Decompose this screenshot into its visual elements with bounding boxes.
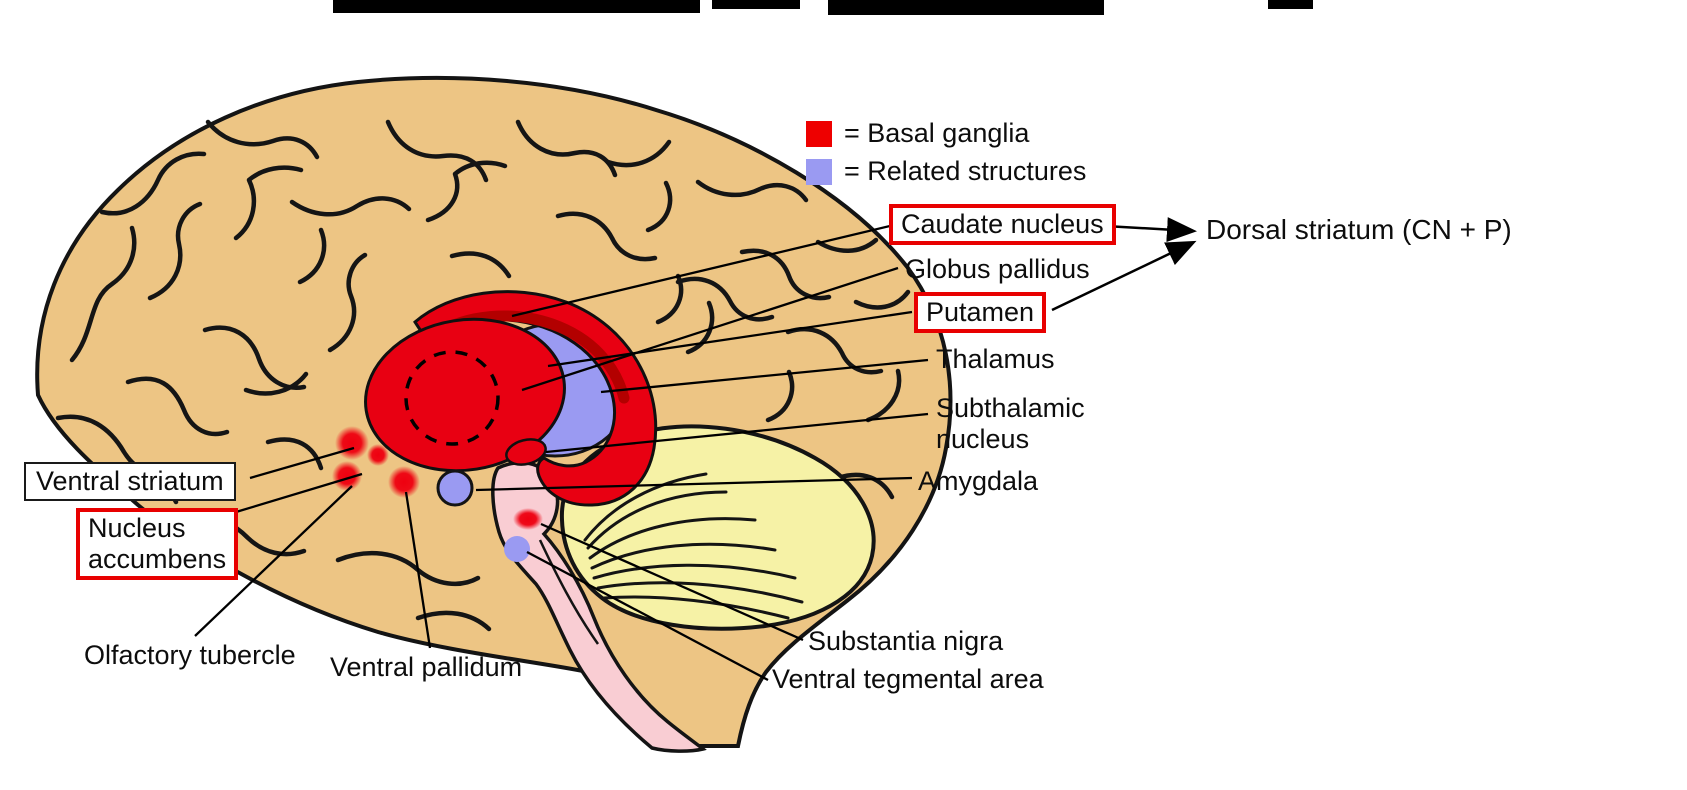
subthalamic-line1: Subthalamic bbox=[936, 393, 1085, 423]
globus-pallidus-dashed-circle bbox=[404, 350, 500, 446]
label-thalamus: Thalamus bbox=[936, 344, 1055, 374]
substantia-nigra-spot bbox=[513, 508, 543, 530]
label-substantia-nigra: Substantia nigra bbox=[808, 626, 1004, 656]
legend-basal-ganglia-label: = Basal ganglia bbox=[844, 118, 1030, 148]
putamen-shape bbox=[364, 317, 566, 473]
label-subthalamic-nucleus: Subthalamic nucleus bbox=[936, 393, 1085, 455]
legend-related-structures: = Related structures bbox=[806, 156, 1086, 187]
subthalamic-nucleus-spot bbox=[505, 438, 547, 466]
arrow-from-caudate bbox=[1104, 217, 1197, 243]
legend-related-structures-label: = Related structures bbox=[844, 156, 1087, 186]
ventral-striatum-spots bbox=[332, 426, 420, 498]
leader-lines bbox=[194, 224, 929, 682]
caudate-nucleus-text: Caudate nucleus bbox=[901, 209, 1104, 239]
ventral-tegmental-area-spot bbox=[504, 536, 530, 562]
label-amygdala: Amygdala bbox=[918, 466, 1039, 496]
ventral-striatum-text: Ventral striatum bbox=[36, 466, 224, 496]
label-ventral-tegmental-area: Ventral tegmental area bbox=[772, 664, 1044, 694]
label-putamen: Putamen bbox=[914, 292, 1047, 333]
nucleus-accumbens-line2: accumbens bbox=[88, 544, 227, 574]
brainstem-inner-line bbox=[538, 539, 600, 645]
related-structures-blue-swatch-icon bbox=[806, 158, 832, 185]
label-olfactory-tubercle: Olfactory tubercle bbox=[84, 640, 296, 670]
subthalamic-line2: nucleus bbox=[936, 424, 1030, 454]
arrow-from-putamen bbox=[1051, 240, 1197, 312]
redaction-bars bbox=[333, 0, 1313, 15]
cerebellum-folia-lines bbox=[583, 472, 804, 620]
nucleus-accumbens-line1: Nucleus bbox=[88, 513, 186, 543]
label-ventral-striatum: Ventral striatum bbox=[24, 462, 236, 501]
label-dorsal-striatum: Dorsal striatum (CN + P) bbox=[1206, 214, 1512, 245]
legend-basal-ganglia: = Basal ganglia bbox=[806, 118, 1029, 149]
label-nucleus-accumbens: Nucleus accumbens bbox=[76, 508, 239, 580]
label-globus-pallidus: Globus pallidus bbox=[905, 254, 1090, 284]
label-ventral-pallidum: Ventral pallidum bbox=[330, 652, 523, 682]
putamen-text: Putamen bbox=[926, 297, 1035, 327]
label-caudate-nucleus: Caudate nucleus bbox=[889, 204, 1116, 245]
dorsal-striatum-arrows bbox=[1051, 217, 1197, 312]
basal-ganglia-red-swatch-icon bbox=[806, 120, 832, 147]
sulci-lines bbox=[55, 119, 911, 632]
amygdala-spot bbox=[436, 469, 474, 507]
